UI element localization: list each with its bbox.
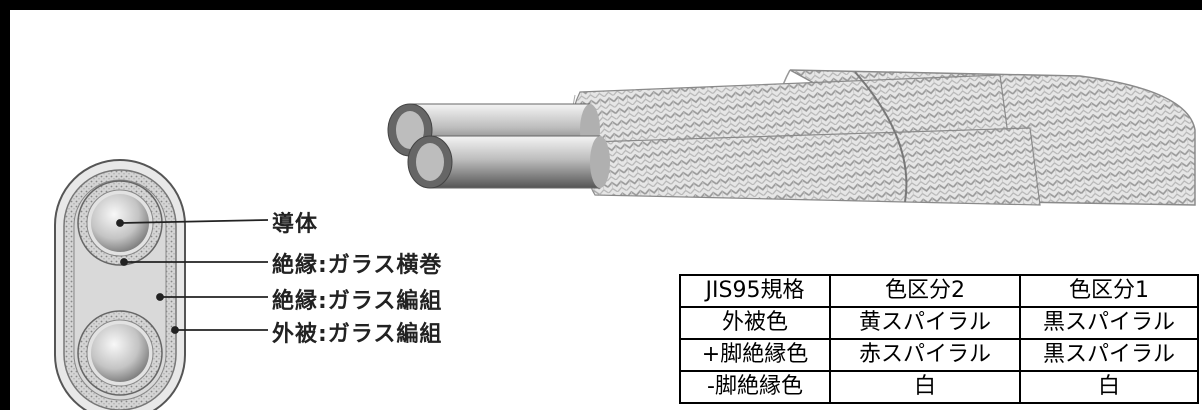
table-cell: 外被色 xyxy=(679,306,831,340)
table-cell: 黄スパイラル xyxy=(829,306,1021,340)
color-spec-table: JIS95規格 色区分2 色区分1 外被色 黄スパイラル 黒スパイラル +脚絶縁… xyxy=(679,274,1199,404)
table-cell: +脚絶縁色 xyxy=(679,338,831,372)
label-conductor: 導体 xyxy=(272,212,319,237)
table-cell: 黒スパイラル xyxy=(1019,338,1199,372)
table-cell: 色区分2 xyxy=(829,274,1021,308)
label-insulation-wrap: 絶縁:ガラス横巻 xyxy=(272,253,443,278)
table-row: 外被色 黄スパイラル 黒スパイラル xyxy=(679,306,1199,340)
cable-cross-section xyxy=(54,159,186,410)
label-insulation-braid: 絶縁:ガラス編組 xyxy=(272,289,443,314)
table-cell: 白 xyxy=(1019,370,1199,404)
table-cell: 赤スパイラル xyxy=(829,338,1021,372)
table-cell: 白 xyxy=(829,370,1021,404)
table-cell: 黒スパイラル xyxy=(1019,306,1199,340)
table-cell: 色区分1 xyxy=(1019,274,1199,308)
table-row: -脚絶縁色 白 白 xyxy=(679,370,1199,404)
leader-lines xyxy=(116,219,269,334)
table-cell: -脚絶縁色 xyxy=(679,370,831,404)
lower-conductor-tube xyxy=(429,135,601,189)
table-header-row: JIS95規格 色区分2 色区分1 xyxy=(679,274,1199,308)
cable-perspective-view xyxy=(387,69,1196,206)
lower-insulation-braid xyxy=(585,127,1041,206)
table-cell: JIS95規格 xyxy=(679,274,831,308)
label-jacket: 外被:ガラス編組 xyxy=(272,322,443,347)
table-row: +脚絶縁色 赤スパイラル 黒スパイラル xyxy=(679,338,1199,372)
